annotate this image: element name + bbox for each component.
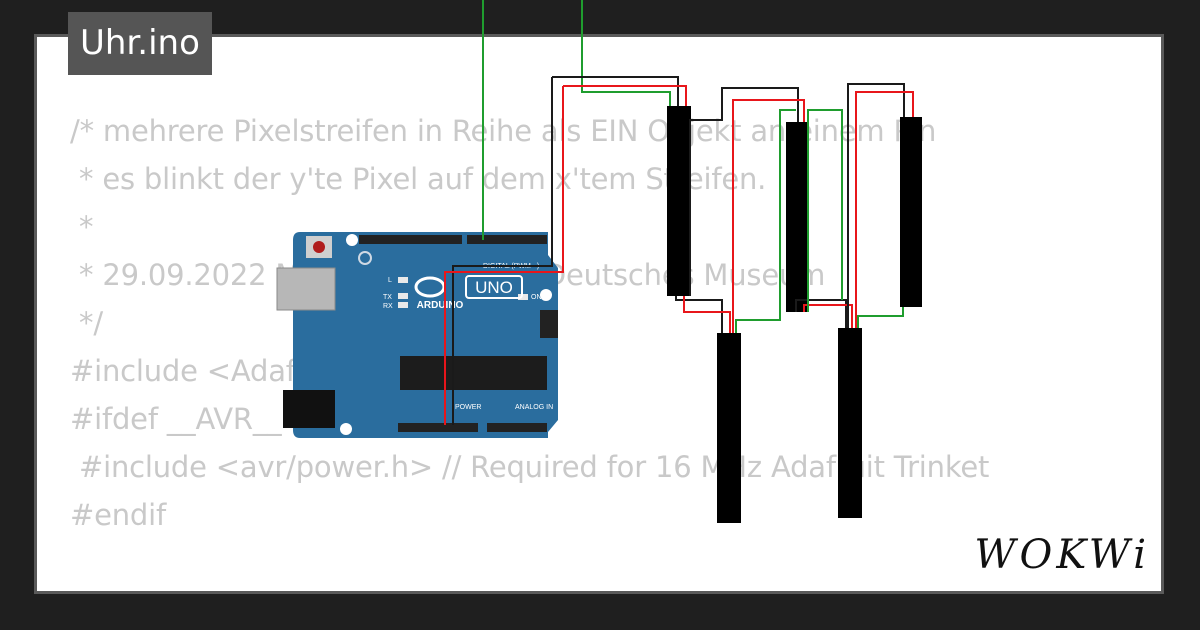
code-line: */ xyxy=(70,306,103,340)
wokwi-logo[interactable]: WOKWi xyxy=(974,532,1150,578)
board-model: UNO xyxy=(475,278,513,297)
svg-text:RX: RX xyxy=(383,303,393,310)
led-strips[interactable] xyxy=(667,106,922,523)
wires xyxy=(444,0,914,425)
svg-text:ON: ON xyxy=(531,294,542,301)
code-line: #endif xyxy=(70,498,166,532)
code-line: /* mehrere Pixelstreifen in Reihe als EI… xyxy=(70,114,937,148)
led-strip xyxy=(786,122,808,312)
led-strip xyxy=(667,106,691,296)
arduino-uno-board[interactable]: UNO ARDUINO DIGITAL (PWM ~) POWER ANALOG… xyxy=(276,232,558,438)
code-line: #include <avr/power.h> // Required for 1… xyxy=(70,450,990,484)
project-title: Uhr.ino xyxy=(68,12,212,75)
led-strip xyxy=(838,328,862,518)
svg-text:TX: TX xyxy=(383,294,392,301)
led-strip xyxy=(717,333,741,523)
code-line: #include <Adaf xyxy=(70,354,296,388)
editor-card: /* mehrere Pixelstreifen in Reihe als EI… xyxy=(34,34,1164,594)
svg-text:L: L xyxy=(388,277,392,284)
code-line: * es blinkt der y'te Pixel auf dem x'tem… xyxy=(70,162,767,196)
led-strip xyxy=(900,117,922,307)
code-line: * xyxy=(70,210,94,244)
svg-text:POWER: POWER xyxy=(455,404,481,411)
board-brand: ARDUINO xyxy=(417,300,464,311)
code-line: #ifdef __AVR__ xyxy=(70,402,282,436)
svg-text:ANALOG IN: ANALOG IN xyxy=(515,404,553,411)
